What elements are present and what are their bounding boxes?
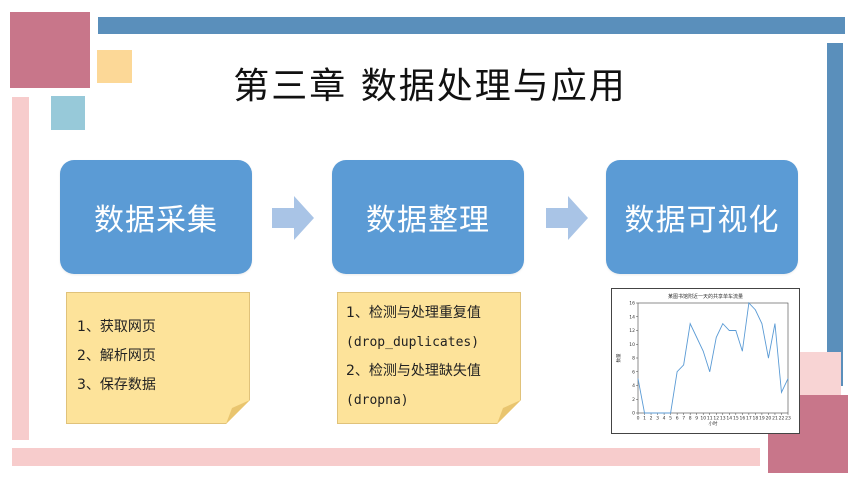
- data-point: [768, 357, 769, 359]
- x-tick-label: 11: [707, 416, 713, 422]
- data-point: [709, 371, 711, 373]
- y-tick-label: 0: [632, 411, 635, 417]
- y-tick-label: 12: [629, 328, 635, 334]
- decorative-yellow-square: [97, 50, 132, 83]
- x-tick-label: 13: [720, 416, 726, 422]
- data-point: [761, 323, 763, 324]
- plot-area: [637, 302, 789, 414]
- data-point: [676, 371, 678, 373]
- x-tick-label: 22: [779, 416, 785, 422]
- step-box-data-collection: 数据采集: [60, 160, 252, 274]
- y-tick-label: 8: [632, 356, 635, 362]
- decorative-left-bar: [12, 97, 29, 440]
- step-label: 数据采集: [94, 203, 218, 238]
- note-line: 1、获取网页: [77, 319, 156, 335]
- data-point: [650, 412, 652, 414]
- data-point: [696, 337, 697, 338]
- x-tick-label: 16: [739, 416, 745, 422]
- x-tick-label: 4: [663, 416, 666, 422]
- slide-title: 第三章 数据处理与应用: [233, 66, 627, 107]
- x-tick-label: 7: [682, 416, 685, 422]
- sticky-note-cleaning: 1、检测与处理重复值 (drop_duplicates) 2、检测与处理缺失值 …: [337, 292, 521, 424]
- chart-title: 某图书馆附近一天的共享单车流量: [667, 294, 743, 300]
- step-box-data-visualization: 数据可视化: [606, 160, 798, 274]
- decorative-rose-block: [10, 12, 90, 88]
- x-tick-label: 0: [637, 416, 640, 422]
- right-arrow-icon: [546, 196, 588, 240]
- note-line: 1、检测与处理重复值: [346, 305, 481, 321]
- x-tick-label: 21: [772, 416, 778, 422]
- x-tick-label: 1: [643, 416, 646, 422]
- note-line: 2、检测与处理缺失值: [346, 363, 481, 379]
- sticky-note-collection: 1、获取网页 2、解析网页 3、保存数据: [66, 292, 250, 424]
- x-tick-label: 14: [726, 416, 732, 422]
- data-point: [670, 412, 671, 414]
- data-point: [702, 350, 704, 352]
- data-point: [755, 309, 756, 311]
- y-tick-label: 6: [632, 369, 635, 375]
- data-point: [787, 378, 789, 379]
- data-point: [748, 302, 750, 304]
- note-line: 2、解析网页: [77, 348, 156, 364]
- x-tick-label: 8: [689, 416, 692, 422]
- x-tick-label: 2: [650, 416, 653, 422]
- data-point: [742, 350, 743, 352]
- note-line: (drop_duplicates): [346, 335, 480, 350]
- decorative-bottom-bar: [12, 448, 760, 466]
- x-tick-label: 23: [785, 416, 791, 422]
- x-tick-label: 10: [700, 416, 706, 422]
- y-tick-label: 16: [629, 301, 635, 307]
- decorative-top-bar: [98, 17, 845, 34]
- note-line: (dropna): [346, 393, 409, 408]
- decorative-light-blue-square: [51, 96, 85, 130]
- x-tick-label: 20: [766, 416, 772, 422]
- data-point: [657, 412, 658, 414]
- decorative-right-bar: [827, 43, 843, 386]
- data-point: [644, 412, 645, 414]
- x-tick-label: 3: [656, 416, 659, 422]
- page-fold-icon: [497, 400, 521, 424]
- page-fold-icon: [226, 400, 250, 424]
- data-point: [722, 323, 724, 324]
- x-tick-label: 6: [676, 416, 679, 422]
- x-tick-label: 17: [746, 416, 752, 422]
- step-label: 数据整理: [366, 203, 490, 238]
- step-label: 数据可视化: [624, 203, 780, 238]
- note-line: 3、保存数据: [77, 377, 156, 393]
- y-tick-label: 10: [629, 342, 635, 348]
- data-point: [774, 323, 776, 324]
- x-tick-label: 15: [733, 416, 739, 422]
- x-axis-label: 小时: [709, 420, 718, 427]
- series-line: [637, 302, 789, 414]
- data-point: [683, 364, 684, 366]
- x-tick-label: 5: [669, 416, 672, 422]
- x-tick-label: 12: [713, 416, 719, 422]
- x-tick-label: 9: [695, 416, 698, 422]
- data-point: [689, 323, 691, 324]
- x-tick-label: 19: [759, 416, 765, 422]
- data-point: [715, 337, 717, 338]
- y-tick-label: 4: [632, 383, 635, 389]
- data-point: [735, 330, 737, 331]
- data-point: [663, 412, 665, 414]
- y-axis-label: 数量: [615, 353, 622, 362]
- data-point: [637, 378, 639, 379]
- step-box-data-cleaning: 数据整理: [332, 160, 524, 274]
- y-tick-label: 2: [632, 397, 635, 403]
- right-arrow-icon: [272, 196, 314, 240]
- x-tick-label: 18: [753, 416, 759, 422]
- data-point: [781, 392, 782, 393]
- data-point: [729, 330, 730, 331]
- y-tick-label: 14: [629, 314, 635, 320]
